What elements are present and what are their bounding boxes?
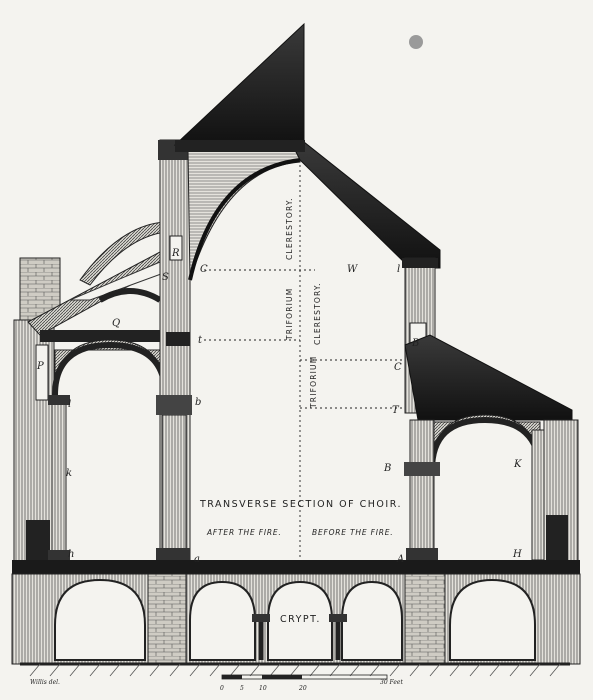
letter-B-upper: B	[411, 338, 419, 349]
scale-bar: 0 5 10 20 30 Feet	[220, 674, 403, 692]
scale-tick-5: 5	[240, 685, 244, 692]
right-aisle-roof	[404, 334, 573, 421]
label-right-triforium: TRIFORIUM	[309, 356, 318, 409]
letter-k-left: k	[66, 468, 72, 479]
subtitle-before-fire: BEFORE THE FIRE.	[312, 528, 393, 537]
diagram-title: TRANSVERSE SECTION OF CHOIR.	[199, 499, 402, 510]
letter-H: H	[512, 549, 522, 560]
paper-spot	[409, 35, 423, 49]
left-aisle-roof	[27, 221, 180, 342]
scale-tick-0: 0	[220, 685, 224, 692]
letter-l-right-top: l	[397, 264, 400, 275]
choir-floor	[12, 560, 580, 574]
letter-A: A	[396, 554, 404, 565]
letter-b-left: b	[195, 397, 201, 408]
letter-W: W	[347, 264, 358, 275]
letter-B-lower: B	[383, 463, 391, 474]
label-right-clerestory: CLERESTORY.	[313, 282, 322, 345]
left-aisle-vault	[48, 339, 168, 562]
central-vault	[187, 149, 301, 281]
letter-S: S	[162, 272, 169, 283]
letter-t-left: t	[198, 335, 203, 346]
engraver-signature: Willis del.	[30, 679, 60, 686]
letter-T: T	[392, 405, 400, 416]
scale-unit: 30 Feet	[380, 679, 403, 686]
letter-h-left: h	[68, 549, 74, 560]
subtitle-after-fire: AFTER THE FIRE.	[206, 528, 282, 537]
left-main-pier	[156, 139, 192, 562]
crypt	[11, 573, 581, 666]
letter-P: P	[36, 361, 44, 372]
letter-C-left: C	[200, 264, 208, 275]
level-lines	[204, 160, 405, 560]
letter-labels: Q R S P C t l b k h a W l B C T B K A H	[36, 248, 522, 565]
letter-a-left: a	[194, 554, 200, 565]
crypt-label: CRYPT.	[280, 614, 321, 625]
letter-K: K	[513, 459, 522, 470]
main-roof	[173, 22, 441, 269]
scale-tick-20: 20	[298, 685, 307, 692]
ground-hatch	[29, 663, 561, 677]
label-left-clerestory: CLERESTORY.	[285, 197, 294, 260]
letter-C-right: C	[394, 362, 402, 373]
label-left-triforium: TRIFORIUM	[285, 288, 294, 341]
scale-tick-10: 10	[259, 685, 267, 692]
letter-R: R	[171, 248, 180, 259]
letter-l-left: l	[68, 399, 71, 410]
letter-Q: Q	[112, 318, 120, 329]
right-aisle-vault	[404, 414, 545, 562]
